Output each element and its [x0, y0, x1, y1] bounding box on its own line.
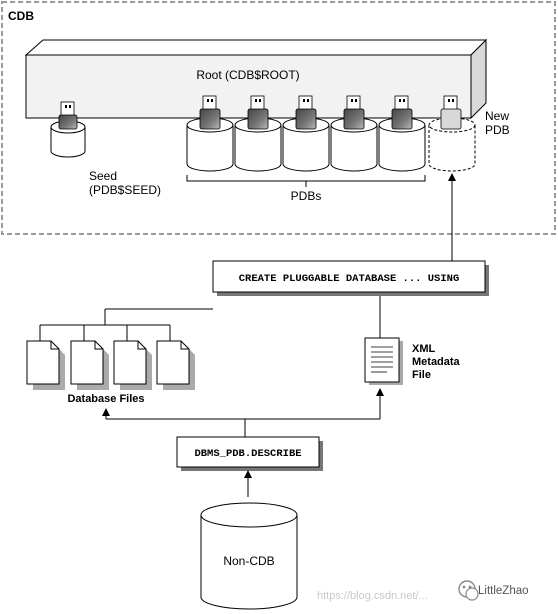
pdbs-label: PDBs	[291, 189, 322, 203]
database-file-1	[26, 340, 65, 390]
xml-metadata-file-icon	[364, 337, 403, 385]
seed-label-container: (PDB$SEED)	[89, 183, 161, 197]
new-pdb-label-2: PDB	[485, 123, 510, 137]
pdb-3	[282, 95, 330, 172]
noncdb-label: Non-CDB	[223, 554, 274, 568]
xml-label-line3: File	[412, 369, 431, 381]
database-file-3	[113, 340, 152, 390]
pdb-5	[378, 95, 426, 172]
files-tree	[39, 308, 213, 341]
cdb-label: CDB	[8, 9, 34, 23]
root-label: Root (CDB$ROOT)	[196, 68, 299, 82]
describe-output-arrows	[102, 388, 384, 437]
create-statement: CREATE PLUGGABLE DATABASE ... USING	[239, 273, 460, 285]
noncdb-database	[200, 502, 298, 610]
xml-label-line1: XML	[412, 343, 436, 355]
database-files-label: Database Files	[67, 393, 144, 405]
seed-pdb	[50, 101, 86, 158]
database-file-2	[70, 340, 109, 390]
database-file-4	[156, 340, 195, 390]
root-container: Root (CDB$ROOT)	[24, 38, 488, 120]
cdb-container: CDB	[1, 1, 556, 235]
xml-label-line2: Metadata	[412, 356, 461, 368]
pdbs-brace	[186, 175, 426, 187]
pdb-1	[186, 95, 234, 172]
seed-label: Seed	[89, 169, 117, 183]
create-statement-box: CREATE PLUGGABLE DATABASE ... USING	[212, 260, 489, 296]
describe-statement: DBMS_PDB.DESCRIBE	[194, 448, 301, 460]
pdb-2	[234, 95, 282, 172]
pdb-4	[330, 95, 378, 172]
new-pdb-label: New	[485, 109, 509, 123]
watermark-logo	[458, 580, 479, 601]
describe-box: DBMS_PDB.DESCRIBE	[176, 436, 323, 471]
new-pdb	[428, 95, 476, 172]
watermark-url: https://blog.csdn.net/...	[317, 590, 428, 602]
watermark-brand: LittleZhao	[478, 585, 529, 597]
